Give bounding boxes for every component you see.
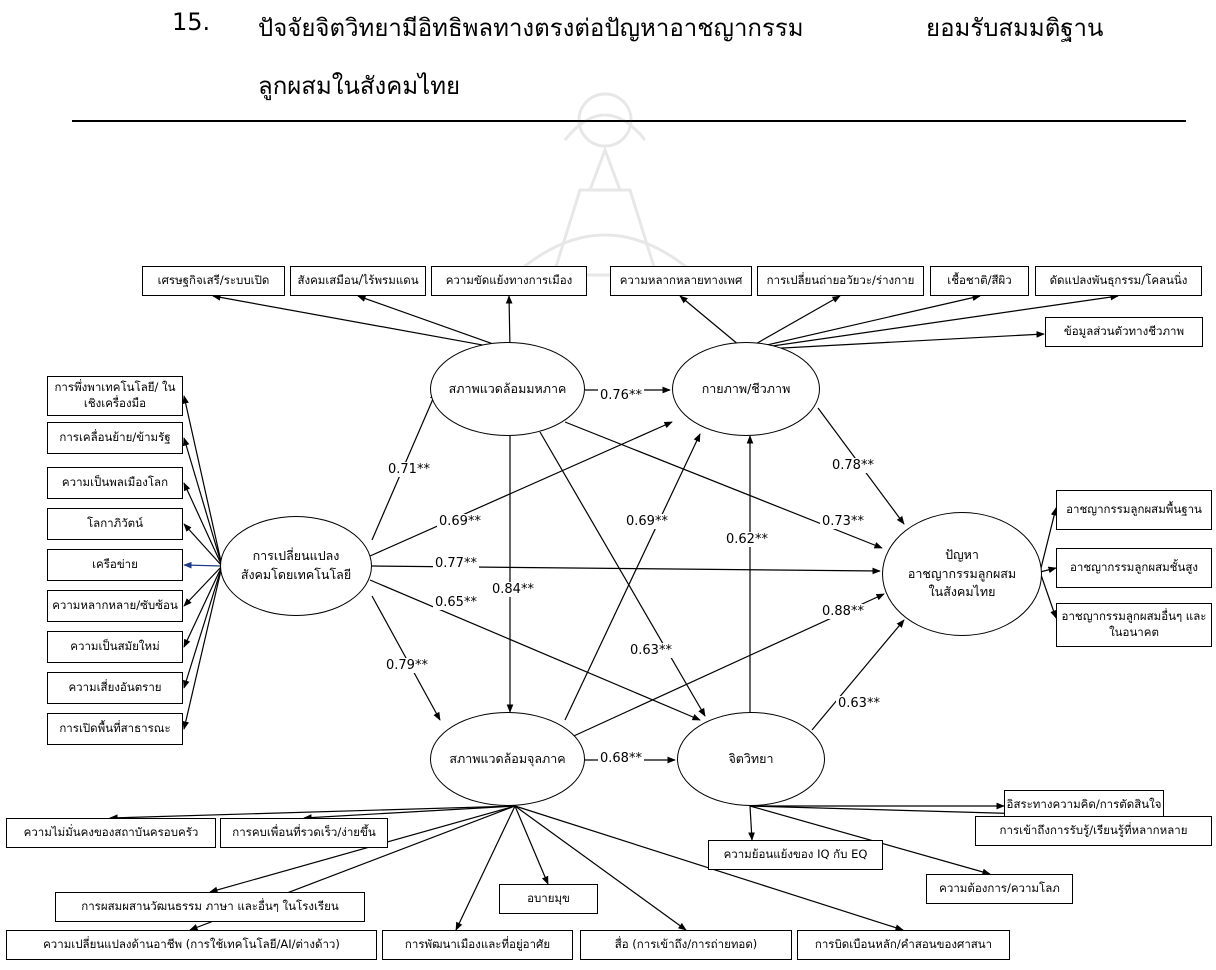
path-macro-problem	[564, 421, 883, 549]
psych-indicator: ความต้องการ/ความโลภ	[926, 874, 1073, 904]
tech-indicator-arrow	[182, 437, 223, 567]
micro-indicator-arrow	[303, 805, 516, 821]
path-macro-psych	[539, 431, 706, 717]
tech-indicator-arrow	[182, 565, 223, 730]
micro-indicator-arrow	[109, 805, 516, 822]
psych-indicator: ความย้อนแย้งของ IQ กับ EQ	[708, 840, 883, 870]
tech-indicator: การเปิดพื้นที่สาธารณะ	[47, 713, 183, 745]
micro-indicator: การพัฒนาเมืองและที่อยู่อาศัย	[382, 930, 573, 960]
coef-macro-micro: 0.84**	[490, 582, 536, 597]
bio-indicator: ความหลากหลายทางเพศ	[610, 266, 752, 296]
seal-watermark-icon	[500, 92, 710, 277]
heading-number: 15.	[172, 8, 211, 36]
psych-indicator-arrow	[748, 805, 755, 841]
micro-indicator-arrow	[514, 805, 687, 931]
coef-bio-problem: 0.78**	[830, 458, 876, 473]
construct-problem: ปัญหา อาชญากรรมลูกผสม ในสังคมไทย	[882, 512, 1042, 636]
micro-indicator-arrow	[514, 805, 549, 885]
coef-macro-psych: 0.63**	[628, 643, 674, 658]
tech-indicator-arrow	[182, 395, 223, 567]
micro-indicator: การบิดเบือนหลัก/คำสอนของศาสนา	[797, 930, 1010, 960]
micro-indicator: การผสมผสานวัฒนธรรม ภาษา และอื่นๆ ในโรงเร…	[55, 892, 365, 922]
bio-indicator: เชื้อชาติ/สีผิว	[930, 266, 1029, 296]
bio-indicator: การเปลี่ยนถ่ายอวัยวะ/ร่างกาย	[757, 266, 924, 296]
heading-rule	[72, 120, 1186, 122]
tech-indicator: ความเป็นสมัยใหม่	[47, 631, 183, 663]
bio-indicator-arrow	[679, 295, 746, 351]
construct-psych: จิตวิทยา	[677, 712, 825, 806]
path-psych-problem	[811, 619, 905, 731]
tech-indicator: ความเสี่ยงอันตราย	[47, 672, 183, 704]
coef-tech-micro: 0.79**	[384, 658, 430, 673]
coef-tech-bio: 0.69**	[437, 514, 483, 529]
tech-indicator-arrow	[183, 565, 223, 648]
tech-indicator: การเคลื่อนย้าย/ข้ามรัฐ	[47, 422, 183, 454]
tech-indicator-arrow	[183, 565, 223, 689]
coef-psych-bio: 0.62**	[724, 532, 770, 547]
construct-micro: สภาพแวดล้อมจุลภาค	[430, 712, 585, 806]
micro-indicator: ความไม่มั่นคงของสถาบันครอบครัว	[6, 818, 216, 848]
coef-psych-problem: 0.63**	[836, 696, 882, 711]
coef-micro-bio: 0.69**	[624, 514, 670, 529]
problem-indicator: อาชญากรรมลูกผสมอื่นๆ และในอนาคต	[1056, 603, 1212, 647]
macro-indicator: เศรษฐกิจเสรี/ระบบเปิด	[142, 266, 285, 296]
tech-indicator: เครือข่าย	[47, 549, 183, 581]
bio-indicator-arrow	[744, 293, 1119, 351]
macro-indicator-arrow	[357, 295, 511, 351]
heading-status: ยอมรับสมมติฐาน	[926, 14, 1104, 42]
coef-tech-psych: 0.65**	[433, 595, 479, 610]
tech-indicator: การพึ่งพาเทคโนโลยี/ ในเชิงเครื่องมือ	[47, 376, 183, 416]
coef-micro-problem: 0.88**	[820, 604, 866, 619]
heading-text: ปัจจัยจิตวิทยามีอิทธิพลทางตรงต่อปัญหาอาช…	[258, 14, 804, 42]
psych-indicator: การเข้าถึงการรับรู้/เรียนรู้ที่หลากหลาย	[975, 816, 1212, 846]
coef-macro-problem: 0.73**	[820, 514, 866, 529]
coef-micro-psych: 0.68**	[598, 751, 644, 766]
problem-indicator-arrow	[1039, 566, 1057, 574]
bio-indicator-arrow	[744, 331, 1045, 351]
micro-indicator-arrow	[455, 805, 516, 931]
construct-bio: กายภาพ/ชีวภาพ	[672, 342, 820, 436]
coef-tech-problem: 0.77**	[433, 556, 479, 571]
bio-indicator-arrow	[744, 294, 981, 351]
micro-indicator: ความเปลี่ยนแปลงด้านอาชีพ (การใช้เทคโนโลย…	[6, 930, 377, 960]
tech-indicator-arrow	[183, 523, 223, 567]
bio-indicator: ดัดแปลงพันธุกรรม/โคลนนิ่ง	[1035, 266, 1202, 296]
bio-indicator-arrow	[744, 295, 841, 351]
path-tech-bio	[369, 421, 673, 557]
heading-line2: ลูกผสมในสังคมไทย	[258, 72, 461, 100]
tech-indicator: โลกาภิวัตน์	[47, 508, 183, 540]
problem-indicator: อาชญากรรมลูกผสมพื้นฐาน	[1056, 490, 1212, 530]
micro-indicator: อบายมุข	[499, 884, 598, 914]
tech-indicator: ความเป็นพลเมืองโลก	[47, 467, 183, 499]
problem-indicator: อาชญากรรมลูกผสมชั้นสูง	[1056, 548, 1212, 588]
tech-indicator-arrow	[183, 565, 223, 607]
micro-indicator: การคบเพื่อนที่รวดเร็ว/ง่ายขึ้น	[220, 818, 388, 848]
problem-indicator-arrow	[1039, 571, 1057, 619]
coef-macro-bio: 0.76**	[598, 388, 644, 403]
coef-tech-macro: 0.71**	[386, 462, 432, 477]
micro-indicator-arrow	[209, 805, 516, 894]
macro-indicator-arrow	[505, 295, 513, 351]
psych-indicator: อิสระทางความคิด/การตัดสินใจ	[1004, 790, 1164, 820]
construct-macro: สภาพแวดล้อมมหภาค	[430, 342, 585, 436]
path-tech-psych	[369, 579, 701, 721]
macro-indicator: ความขัดแย้งทางการเมือง	[431, 266, 587, 296]
macro-indicator-arrow	[212, 294, 511, 351]
macro-indicator: สังคมเสมือน/ไร้พรมแดน	[290, 266, 426, 296]
micro-indicator: สื่อ (การเข้าถึง/การถ่ายทอด)	[580, 930, 792, 960]
construct-tech: การเปลี่ยนแปลง สังคมโดยเทคโนโลยี	[220, 516, 372, 616]
bio-indicator: ข้อมูลส่วนตัวทางชีวภาพ	[1045, 317, 1203, 347]
tech-indicator-arrow	[183, 482, 223, 567]
problem-indicator-arrow	[1039, 507, 1058, 573]
tech-indicator-arrow	[183, 561, 223, 569]
path-micro-bio	[564, 433, 701, 721]
tech-indicator: ความหลากหลาย/ซับซ้อน	[47, 590, 183, 622]
